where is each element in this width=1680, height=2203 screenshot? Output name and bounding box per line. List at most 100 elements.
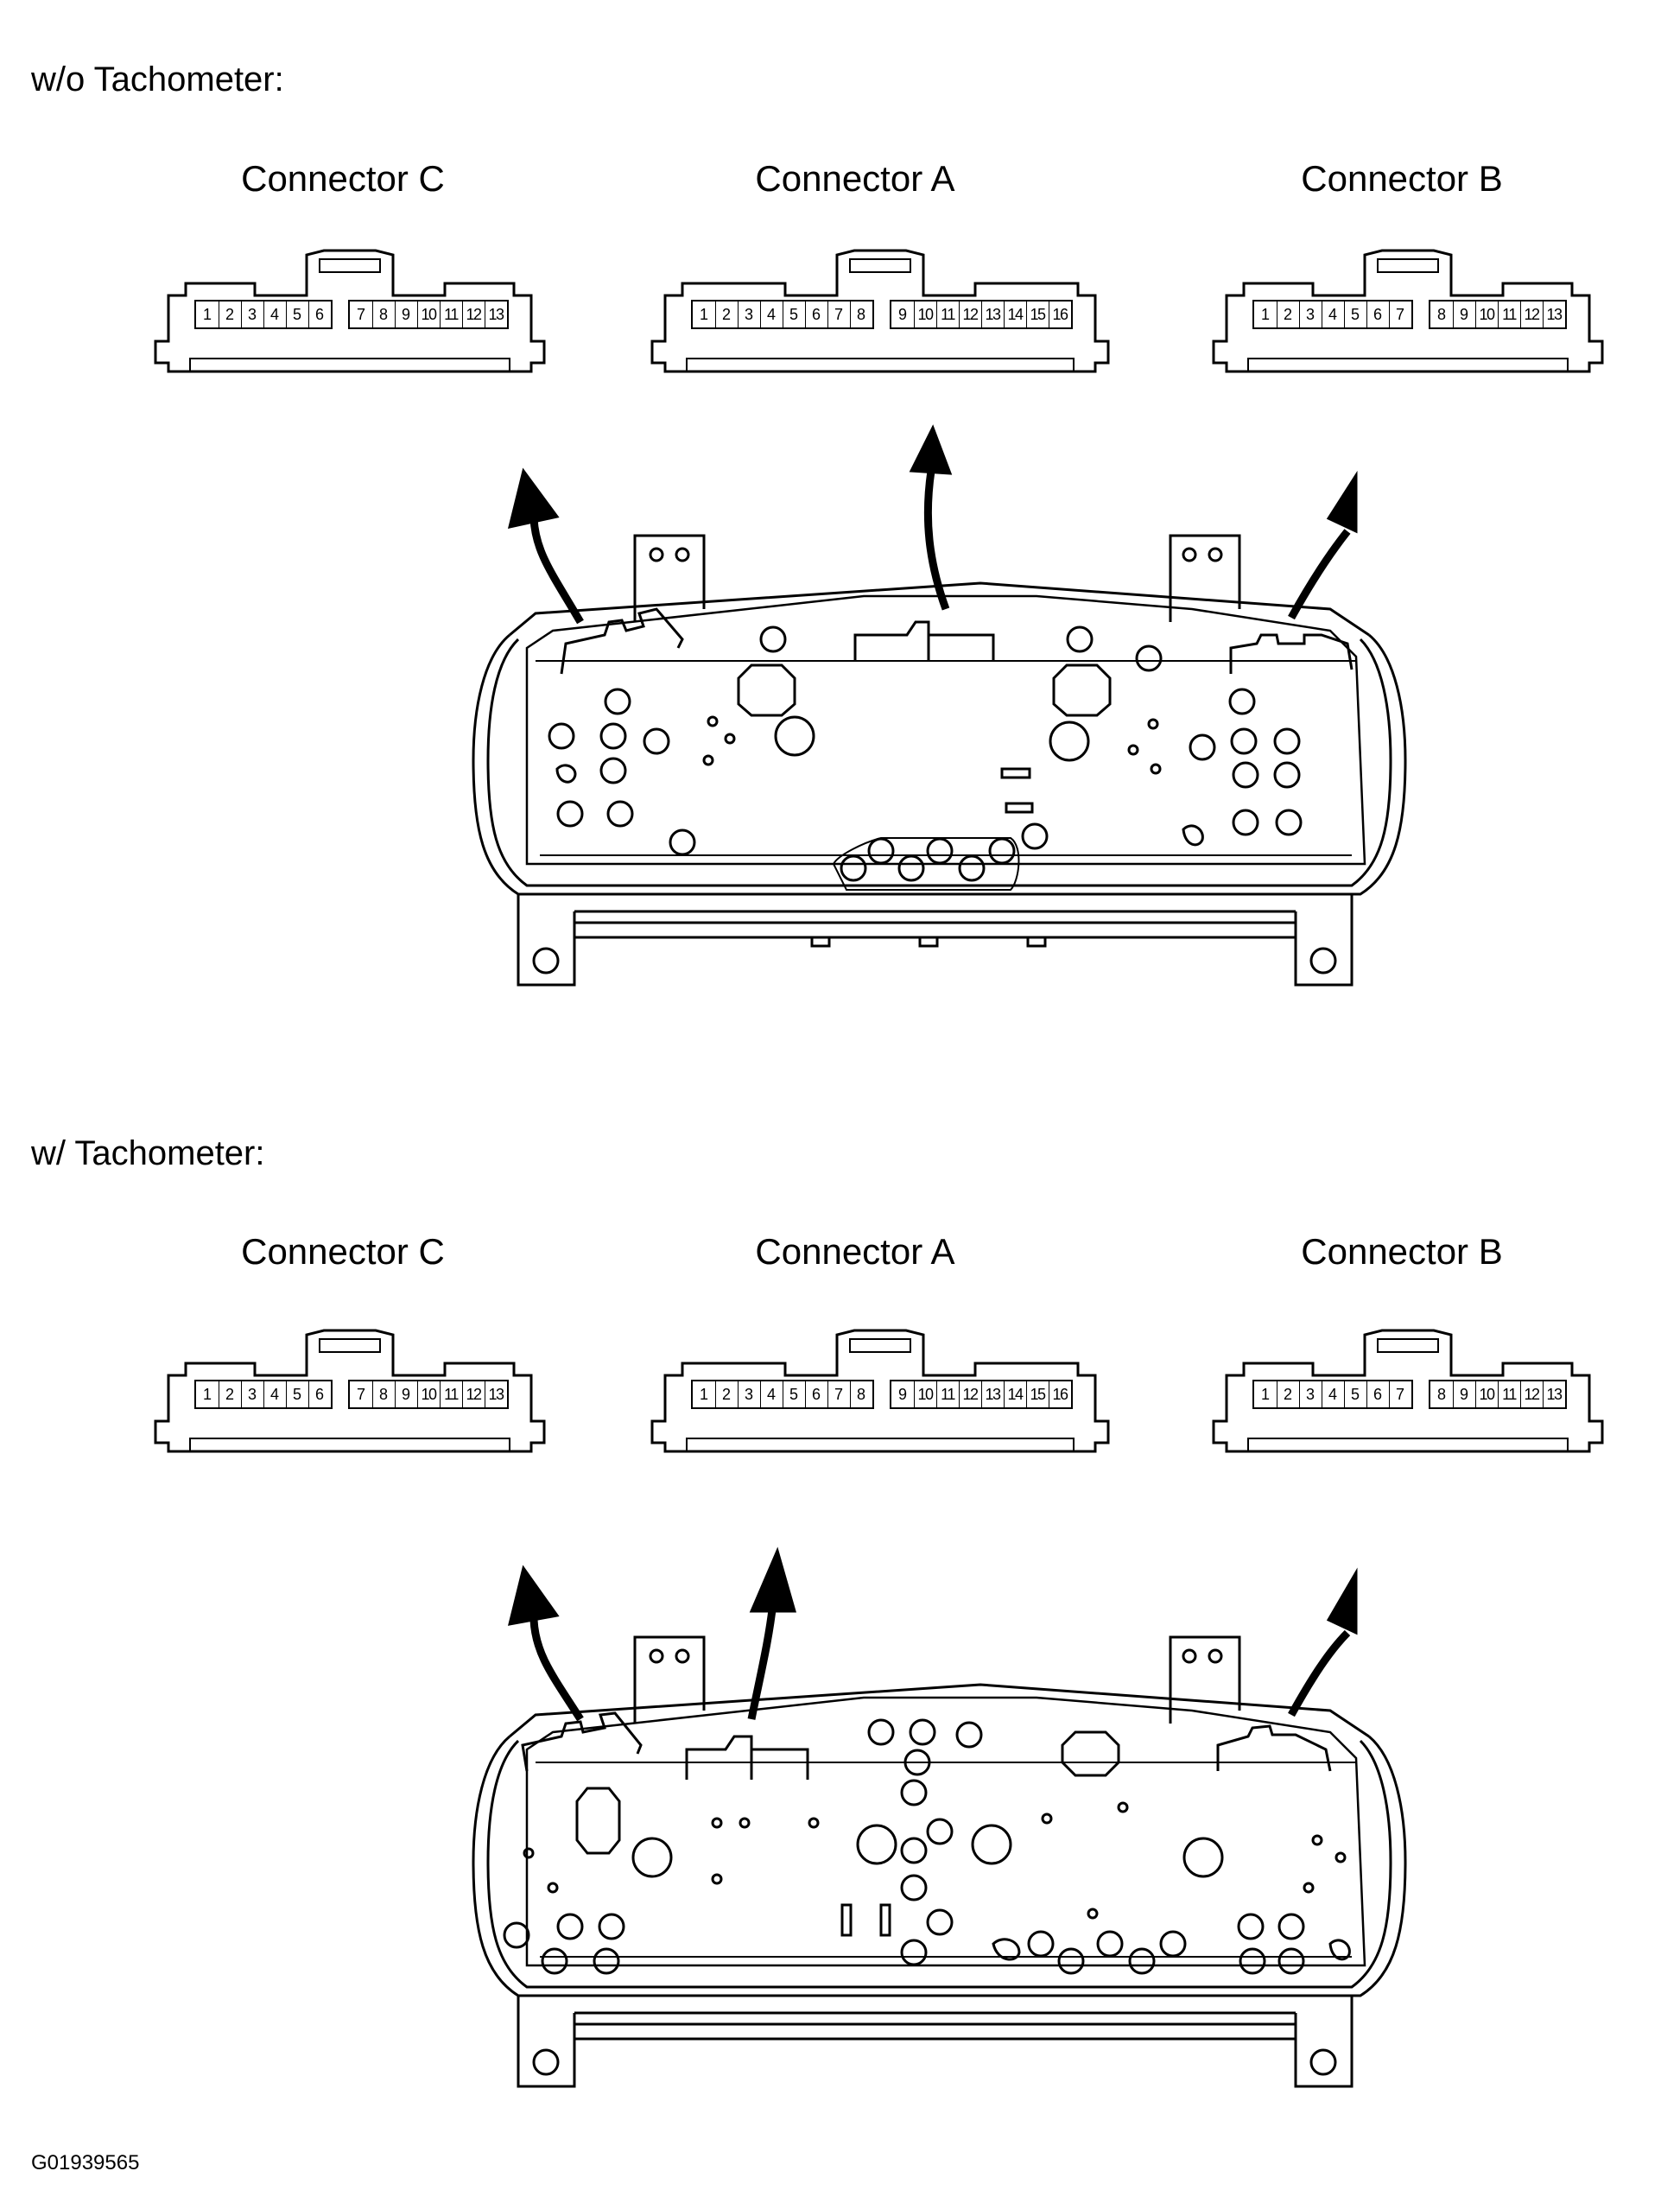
pin-number: 3 [1299, 302, 1322, 327]
pin-number: 13 [488, 1386, 504, 1403]
pin-number: 16 [1052, 1386, 1068, 1403]
connector-b-label: Connector B [1301, 1231, 1503, 1272]
pin-number: 2 [219, 1381, 242, 1407]
pin-number: 3 [738, 302, 761, 327]
pin-number: 11 [1498, 1381, 1521, 1407]
bulb-socket-irregular [1182, 824, 1204, 847]
pin-number: 2 [1277, 302, 1300, 327]
pin-number: 5 [783, 1381, 806, 1407]
cluster-socket-c [560, 607, 684, 675]
pin-number: 16 [1052, 306, 1068, 323]
pin-number: 4 [760, 1381, 783, 1407]
figure-id: G01939565 [31, 2151, 140, 2174]
bulb-socket-irregular [992, 1938, 1021, 1961]
pin-number: 8 [372, 1381, 396, 1407]
cluster-socket-c [521, 1711, 643, 1772]
pin-number: 1 [196, 1381, 219, 1407]
pin-number: 10 [914, 302, 937, 327]
pin-number: 12 [462, 1381, 485, 1407]
pin-number: 12 [959, 302, 982, 327]
pin-number: 7 [827, 1381, 851, 1407]
pin-number: 7 [350, 302, 373, 327]
pin-number: 4 [760, 302, 783, 327]
pin-number: 3 [1299, 1381, 1322, 1407]
pin-number: 3 [241, 1381, 264, 1407]
connector-a-outline [650, 1329, 1110, 1453]
connector-a-outline [650, 249, 1110, 373]
pin-number: 15 [1026, 1381, 1049, 1407]
pin-number: 2 [715, 302, 739, 327]
cluster-socket-b [1229, 633, 1354, 674]
pin-number: 13 [1546, 1386, 1563, 1403]
pin-number: 8 [372, 302, 396, 327]
pin-number: 9 [891, 1381, 915, 1407]
pin-number: 9 [891, 302, 915, 327]
pin-number: 13 [488, 306, 504, 323]
connector-b-outline [1212, 1329, 1604, 1453]
indicator-slot [1000, 767, 1031, 779]
pin-number: 9 [395, 1381, 418, 1407]
pin-number: 5 [1344, 302, 1367, 327]
cluster-socket-b [1216, 1724, 1332, 1772]
gauge-housing-left [737, 663, 796, 717]
pin-number: 6 [1366, 302, 1390, 327]
connector-b-label: Connector B [1301, 158, 1503, 199]
pin-number: 2 [715, 1381, 739, 1407]
gauge-housing-right [1052, 663, 1112, 717]
section-title-with-tachometer: w/ Tachometer: [31, 1134, 265, 1172]
connector-b-outline [1212, 249, 1604, 373]
pin-number: 5 [783, 302, 806, 327]
pin-number: 3 [241, 302, 264, 327]
pin-number: 10 [914, 1381, 937, 1407]
gauge-housing-right [1061, 1730, 1120, 1777]
pin-number: 7 [1395, 306, 1404, 323]
indicator-slot [879, 1903, 891, 1937]
pin-number: 10 [1475, 1381, 1499, 1407]
bulb-sockets [503, 1718, 1347, 1975]
indicator-slot [1005, 802, 1034, 814]
pin-number: 1 [1254, 1381, 1277, 1407]
pin-number: 6 [314, 1386, 324, 1403]
pin-number: 12 [1520, 1381, 1544, 1407]
pin-number: 1 [693, 302, 716, 327]
pin-number: 10 [417, 302, 441, 327]
pin-number: 12 [462, 302, 485, 327]
pin-number: 14 [1004, 1381, 1027, 1407]
cluster-socket-a [685, 1735, 809, 1780]
connector-a-label: Connector A [755, 158, 955, 199]
pin-number: 2 [219, 302, 242, 327]
pin-number: 10 [1475, 302, 1499, 327]
arrow-to-connector-a [909, 424, 953, 611]
pin-number: 6 [314, 306, 324, 323]
pin-number: 8 [856, 1386, 865, 1403]
pin-number: 1 [1254, 302, 1277, 327]
pin-number: 3 [738, 1381, 761, 1407]
pin-number: 5 [1344, 1381, 1367, 1407]
pin-number: 1 [196, 302, 219, 327]
pin-number: 11 [440, 1381, 463, 1407]
pin-number: 8 [1430, 1381, 1454, 1407]
pin-number: 7 [350, 1381, 373, 1407]
pin-number: 7 [827, 302, 851, 327]
bulb-socket-irregular [1328, 1939, 1351, 1961]
pin-number: 1 [693, 1381, 716, 1407]
pin-number: 11 [1498, 302, 1521, 327]
pin-number: 4 [263, 302, 287, 327]
pin-number: 8 [1430, 302, 1454, 327]
pin-number: 7 [1395, 1386, 1404, 1403]
pin-number: 14 [1004, 302, 1027, 327]
pin-number: 9 [1453, 302, 1476, 327]
pin-number: 9 [395, 302, 418, 327]
pin-number: 6 [805, 1381, 828, 1407]
pin-number: 13 [981, 1381, 1005, 1407]
